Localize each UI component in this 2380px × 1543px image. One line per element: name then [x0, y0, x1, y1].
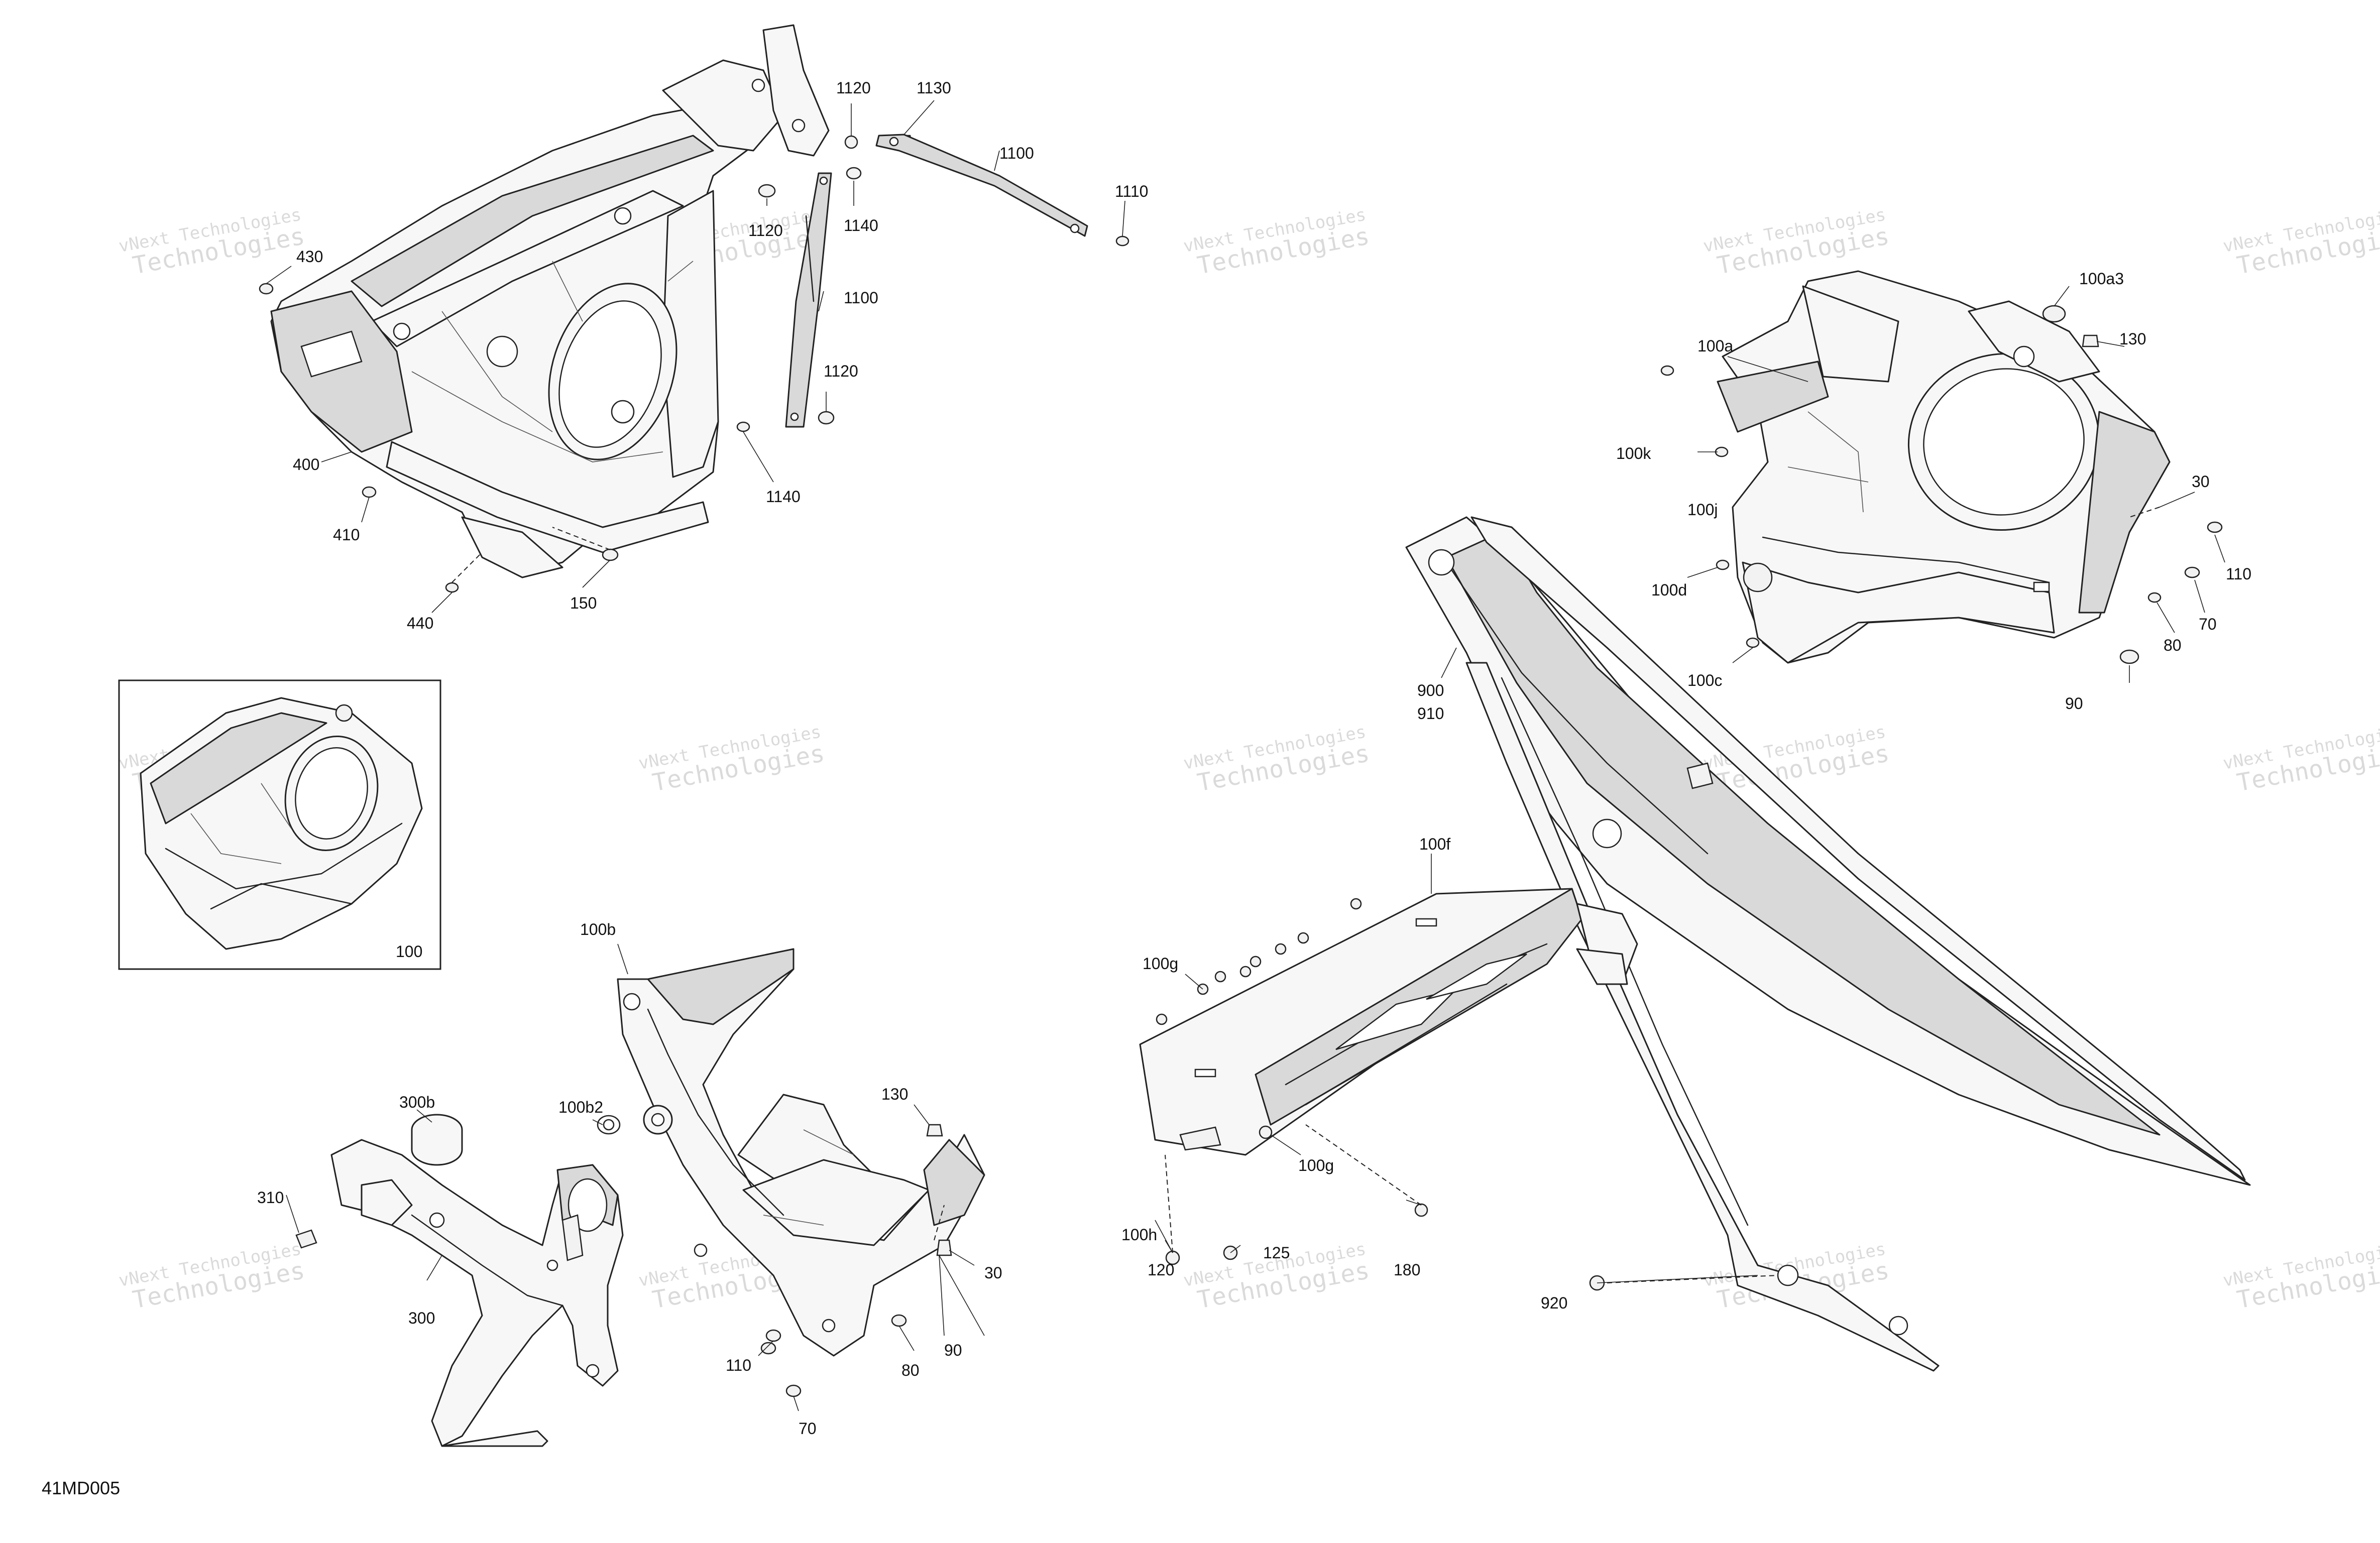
callout-125: 125 — [1263, 1244, 1290, 1262]
callout-1140: 1140 — [844, 216, 878, 234]
callout-100d: 100d — [1651, 581, 1687, 599]
inset-assembled-view: 100 — [118, 679, 441, 970]
callout-100b2: 100b2 — [558, 1098, 603, 1116]
callout-430: 430 — [296, 248, 323, 266]
callout-110: 110 — [726, 1356, 751, 1374]
callout-910: 910 — [1417, 704, 1444, 723]
callout-900: 900 — [1417, 681, 1444, 699]
callout-100a3: 100a3 — [2079, 270, 2124, 288]
callout-1120: 1120 — [836, 79, 871, 97]
callout-410: 410 — [333, 526, 360, 544]
callout-80: 80 — [2164, 636, 2182, 654]
side-arms — [1405, 516, 2251, 1372]
callout-100k: 100k — [1616, 444, 1651, 462]
callout-1100: 1100 — [844, 289, 878, 307]
floor-plate-fasteners — [1156, 898, 1605, 1291]
front-frame-assembly — [270, 24, 830, 578]
rear-arm-assembly — [330, 1139, 624, 1447]
callout-100c: 100c — [1687, 671, 1722, 689]
floor-plate — [1139, 888, 1638, 1156]
callout-310: 310 — [257, 1189, 284, 1207]
callout-150: 150 — [570, 594, 597, 612]
callout-110: 110 — [2226, 565, 2251, 583]
callout-1140: 1140 — [766, 488, 801, 506]
callout-30: 30 — [984, 1264, 1002, 1282]
side-bracket-assembly — [617, 948, 985, 1357]
callout-100g: 100g — [1143, 955, 1178, 973]
front-bulkhead-hardware — [1660, 305, 2223, 664]
callout-300b: 300b — [399, 1093, 435, 1111]
callout-1120: 1120 — [748, 221, 783, 240]
callout-1130: 1130 — [917, 79, 951, 97]
leader-lines — [266, 100, 2225, 1411]
callout-300: 300 — [408, 1309, 435, 1327]
callout-100h: 100h — [1121, 1226, 1157, 1244]
callout-1100: 1100 — [999, 144, 1034, 162]
callout-100b: 100b — [580, 920, 616, 938]
callout-labels: 1120 1130 1100 1110 1120 1140 1100 1120 … — [257, 79, 2251, 1438]
callout-120: 120 — [1148, 1261, 1174, 1279]
callout-400: 400 — [293, 455, 319, 473]
callout-70: 70 — [799, 1419, 817, 1438]
callout-100a: 100a — [1697, 337, 1733, 355]
callout-440: 440 — [407, 614, 433, 632]
callout-100g: 100g — [1298, 1156, 1334, 1174]
callout-30: 30 — [2192, 472, 2210, 491]
callout-100j: 100j — [1687, 501, 1718, 519]
callout-1120: 1120 — [824, 362, 858, 380]
document-id: 41MD005 — [42, 1478, 120, 1498]
callout-130: 130 — [2119, 330, 2146, 348]
callout-1110: 1110 — [1115, 182, 1148, 200]
callout-80: 80 — [901, 1361, 920, 1379]
bracket-hardware — [295, 1114, 952, 1397]
callout-920: 920 — [1541, 1294, 1567, 1312]
callout-100f: 100f — [1419, 835, 1450, 853]
inset-label: 100 — [396, 942, 422, 961]
callout-70: 70 — [2199, 615, 2217, 633]
callout-90: 90 — [944, 1341, 962, 1359]
callout-180: 180 — [1394, 1261, 1420, 1279]
callout-90: 90 — [2065, 694, 2083, 713]
front-bulkhead-assembly — [1717, 270, 2171, 664]
callout-130: 130 — [881, 1085, 908, 1103]
support-rods — [785, 134, 1088, 428]
